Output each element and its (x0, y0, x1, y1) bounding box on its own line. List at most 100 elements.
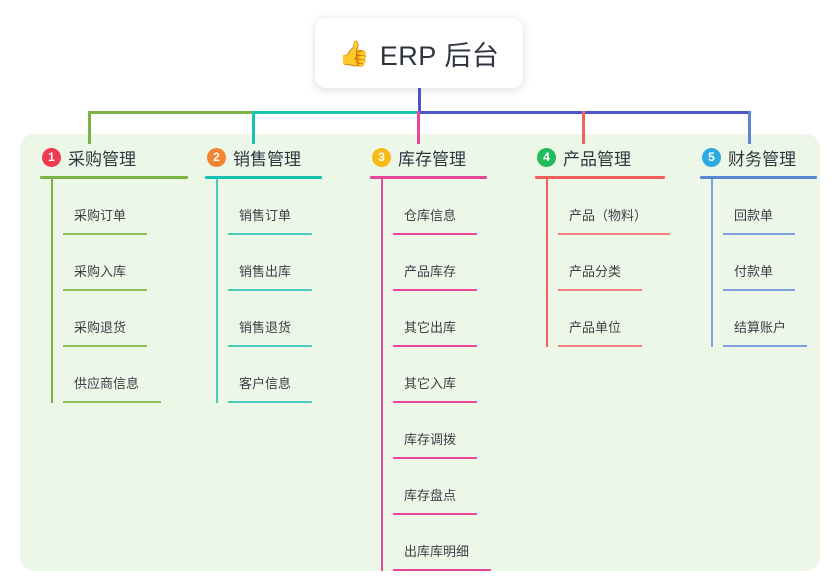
branch-items-1: 采购订单 采购入库 采购退货 供应商信息 (40, 179, 188, 403)
list-item-underline (393, 401, 477, 403)
list-item-label: 付款单 (734, 264, 774, 279)
list-item-label: 供应商信息 (74, 376, 140, 391)
list-item[interactable]: 仓库信息 (382, 179, 487, 235)
list-item-label: 其它入库 (404, 376, 457, 391)
branch-header-2[interactable]: 2 销售管理 (205, 144, 322, 170)
branch-header-1[interactable]: 1 采购管理 (40, 144, 188, 170)
list-item[interactable]: 回款单 (712, 179, 817, 235)
root-node-title: ERP 后台 (379, 40, 500, 71)
list-item[interactable]: 销售订单 (217, 179, 322, 235)
connector-drop-branch-3 (417, 111, 420, 144)
branch-spine-3 (381, 179, 383, 571)
list-item-underline (723, 233, 795, 235)
list-item[interactable]: 出库库明细 (382, 515, 491, 571)
branch-column-2: 2 销售管理 销售订单 销售出库 销售退货 客户信息 (205, 144, 322, 403)
list-item[interactable]: 采购入库 (52, 235, 188, 291)
list-item-label: 仓库信息 (404, 208, 457, 223)
list-item[interactable]: 供应商信息 (52, 347, 188, 403)
list-item-label: 库存盘点 (404, 488, 457, 503)
list-item[interactable]: 结算账户 (712, 291, 817, 347)
list-item-label: 结算账户 (734, 320, 787, 335)
branch-spine-1 (51, 179, 53, 403)
list-item[interactable]: 付款单 (712, 235, 817, 291)
list-item-label: 采购退货 (74, 320, 127, 335)
branch-spine-5 (711, 179, 713, 347)
list-item-underline (723, 345, 807, 347)
branch-title-2: 销售管理 (233, 149, 301, 169)
list-item[interactable]: 客户信息 (217, 347, 322, 403)
list-item-underline (228, 401, 312, 403)
branch-badge-3: 3 (372, 147, 391, 167)
list-item-label: 客户信息 (239, 376, 292, 391)
list-item[interactable]: 库存调拨 (382, 403, 487, 459)
list-item-underline (228, 233, 312, 235)
connector-drop-branch-5 (748, 111, 751, 144)
branch-header-5[interactable]: 5 财务管理 (700, 144, 817, 170)
list-item-label: 销售出库 (239, 264, 292, 279)
list-item-underline (558, 233, 670, 235)
branch-underline-5 (700, 176, 817, 179)
list-item-underline (393, 569, 491, 571)
list-item-underline (228, 345, 312, 347)
branch-column-1: 1 采购管理 采购订单 采购入库 采购退货 供应商信息 (40, 144, 188, 403)
branch-header-4[interactable]: 4 产品管理 (535, 144, 665, 170)
connector-drop-branch-2 (252, 111, 255, 144)
branch-title-4: 产品管理 (563, 149, 631, 169)
list-item-label: 产品单位 (569, 320, 622, 335)
branch-items-2: 销售订单 销售出库 销售退货 客户信息 (205, 179, 322, 403)
list-item[interactable]: 采购退货 (52, 291, 188, 347)
list-item[interactable]: 销售退货 (217, 291, 322, 347)
branch-column-3: 3 库存管理 仓库信息 产品库存 其它出库 其它入库 库存调拨 (370, 144, 491, 571)
list-item-underline (558, 289, 642, 291)
list-item[interactable]: 销售出库 (217, 235, 322, 291)
connector-bar-segment-green (88, 111, 254, 114)
list-item[interactable]: 其它出库 (382, 291, 487, 347)
list-item-label: 销售退货 (239, 320, 292, 335)
list-item-underline (723, 289, 795, 291)
branch-title-5: 财务管理 (728, 149, 796, 169)
list-item-underline (393, 513, 477, 515)
list-item[interactable]: 其它入库 (382, 347, 487, 403)
list-item[interactable]: 产品（物料） (547, 179, 670, 235)
branch-spine-2 (216, 179, 218, 403)
connector-bar-segment-teal (253, 111, 419, 114)
list-item-underline (393, 233, 477, 235)
list-item[interactable]: 库存盘点 (382, 459, 487, 515)
list-item-label: 回款单 (734, 208, 774, 223)
branch-underline-2 (205, 176, 322, 179)
list-item-underline (393, 457, 477, 459)
thumbs-up-icon: 👍 (338, 38, 370, 68)
branch-underline-4 (535, 176, 665, 179)
root-node-erp-backend[interactable]: 👍 ERP 后台 (315, 18, 523, 88)
list-item[interactable]: 产品单位 (547, 291, 665, 347)
branch-underline-3 (370, 176, 487, 179)
root-stem-connector (418, 88, 421, 114)
list-item-underline (393, 345, 477, 347)
list-item[interactable]: 采购订单 (52, 179, 188, 235)
branch-column-4: 4 产品管理 产品（物料） 产品分类 产品单位 (535, 144, 670, 347)
list-item-label: 产品库存 (404, 264, 457, 279)
branches-background-panel (20, 134, 820, 571)
branch-title-3: 库存管理 (398, 149, 466, 169)
list-item-underline (558, 345, 642, 347)
list-item-label: 采购订单 (74, 208, 127, 223)
list-item[interactable]: 产品库存 (382, 235, 487, 291)
list-item-underline (63, 345, 147, 347)
list-item[interactable]: 产品分类 (547, 235, 665, 291)
branch-items-4: 产品（物料） 产品分类 产品单位 (535, 179, 670, 347)
branch-header-3[interactable]: 3 库存管理 (370, 144, 487, 170)
branch-underline-1 (40, 176, 188, 179)
branch-items-5: 回款单 付款单 结算账户 (700, 179, 817, 347)
branch-badge-5: 5 (702, 147, 721, 167)
list-item-label: 出库库明细 (404, 544, 470, 559)
branch-badge-1: 1 (42, 147, 61, 167)
branch-title-1: 采购管理 (68, 149, 136, 169)
branch-badge-4: 4 (537, 147, 556, 167)
connector-drop-branch-1 (88, 111, 91, 144)
connector-drop-branch-4 (582, 111, 585, 144)
list-item-label: 销售订单 (239, 208, 292, 223)
branch-badge-2: 2 (207, 147, 226, 167)
list-item-label: 采购入库 (74, 264, 127, 279)
list-item-underline (63, 289, 147, 291)
